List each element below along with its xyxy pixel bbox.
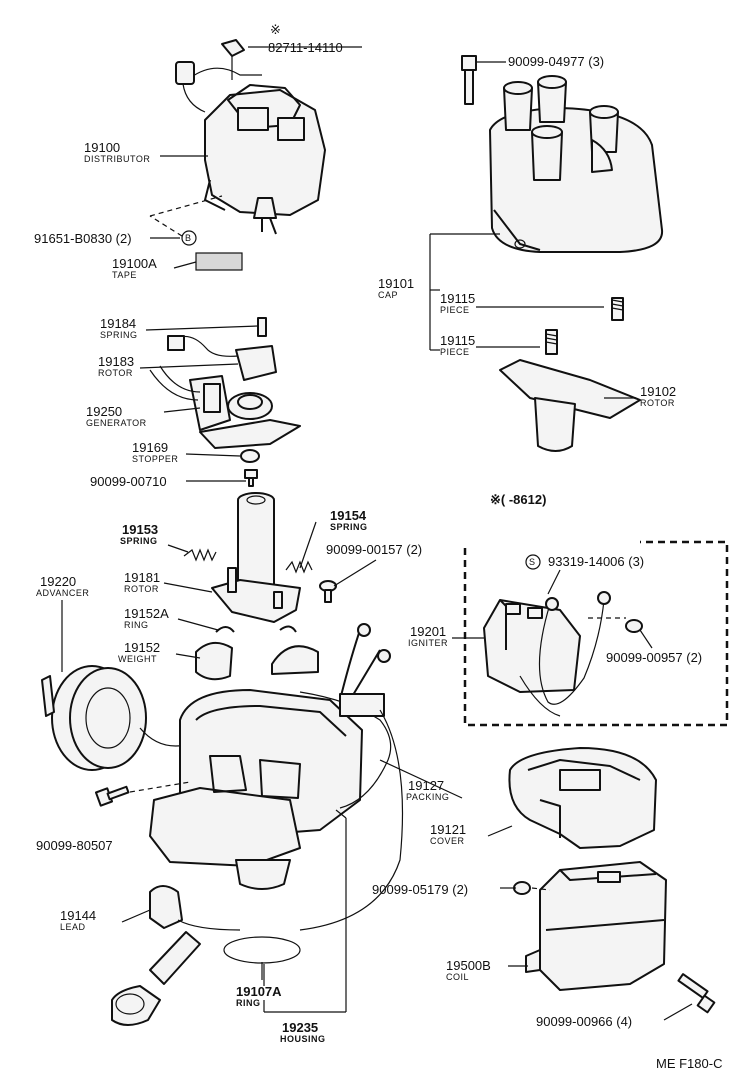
screw-90099-00957 (625, 619, 643, 633)
label-number: 82711-14110 (268, 40, 343, 55)
label-19201-sub: IGNITER (408, 638, 448, 648)
label-19127-sub: PACKING (406, 792, 449, 802)
label-19101-sub: CAP (378, 290, 398, 300)
spring-19153 (183, 548, 217, 562)
label-19100-sub: DISTRIBUTOR (84, 154, 150, 164)
label-19115b-num: 19115 (440, 333, 475, 348)
label-19154-num: 19154 (330, 508, 367, 523)
label-19500B-sub: COIL (446, 972, 469, 982)
housing-bracket (263, 809, 347, 1013)
distributor-cap (489, 75, 664, 253)
label-19144-sub: LEAD (60, 922, 86, 932)
label-19100A-num: 19100A (112, 256, 157, 271)
label-90099-05179: 90099-05179 (2) (372, 882, 468, 897)
screw-90099-00710 (244, 469, 258, 487)
igniter-box-outline (463, 540, 729, 727)
label-19100-num: 19100 (84, 140, 120, 155)
label-19152-num: 19152 (124, 640, 160, 655)
label-90099-04977: 90099-04977 (3) (508, 54, 604, 69)
label-93319-mark: S (529, 557, 536, 567)
screw-90099-80507 (94, 785, 130, 807)
label-19250-sub: GENERATOR (86, 418, 147, 428)
leader-lines (121, 46, 693, 1021)
housing-19235 (149, 689, 363, 890)
spring-19154 (285, 560, 313, 574)
label-19235-num: 19235 (282, 1020, 318, 1035)
lead-19144 (111, 885, 241, 1026)
label-19152A-sub: RING (124, 620, 149, 630)
label-19100A-sub: TAPE (112, 270, 137, 280)
label-19183-sub: ROTOR (98, 368, 133, 378)
label-19169-num: 19169 (132, 440, 168, 455)
label-90099-00957: 90099-00957 (2) (606, 650, 702, 665)
label-19121-num: 19121 (430, 822, 466, 837)
label-90099-00966: 90099-00966 (4) (536, 1014, 632, 1029)
label-90099-00710: 90099-00710 (90, 474, 167, 489)
distributor-assembly (175, 39, 326, 235)
cap-bracket-lines (429, 233, 604, 351)
tape-part (195, 252, 243, 271)
label-91651-num: 91651-B0830 (2) (34, 231, 132, 246)
screw-90099-00157 (319, 580, 337, 603)
label-82711-14110: ※ 82711-14110 (268, 22, 343, 55)
screw-93319-14006 (547, 569, 561, 595)
label-19201-num: 19201 (410, 624, 446, 639)
label-19183-num: 19183 (98, 354, 134, 369)
bolt-90099-00966 (677, 973, 716, 1014)
label-19107A-sub: RING (236, 998, 261, 1008)
label-19250-num: 19250 (86, 404, 122, 419)
label-19152-sub: WEIGHT (118, 654, 157, 664)
bolt-90099-04977 (461, 55, 477, 105)
ring-19152A (215, 625, 297, 633)
coil-19500B (525, 861, 667, 991)
label-19184-sub: SPRING (100, 330, 138, 340)
shaft-assembly (211, 492, 301, 623)
label-19115a-sub: PIECE (440, 305, 470, 315)
label-19107A-num: 19107A (236, 984, 282, 999)
label-19154-sub: SPRING (330, 522, 368, 532)
label-93319-mark-circle (525, 554, 541, 570)
label-90099-80507: 90099-80507 (36, 838, 113, 853)
label-91651-mark-circle (181, 230, 197, 246)
label-19121-sub: COVER (430, 836, 465, 846)
label-19115a-num: 19115 (440, 291, 475, 306)
label-19181-num: 19181 (124, 570, 160, 585)
label-19115b-sub: PIECE (440, 347, 470, 357)
label-19184-num: 19184 (100, 316, 136, 331)
ring-19107A (223, 936, 301, 964)
rotor-19102 (499, 359, 641, 452)
igniter-19201 (483, 591, 611, 717)
label-19220-sub: ADVANCER (36, 588, 89, 598)
label-91651-mark: B (185, 233, 192, 243)
label-19127-num: 19127 (408, 778, 444, 793)
label-19500B-num: 19500B (446, 958, 491, 973)
label-19102-sub: ROTOR (640, 398, 675, 408)
label-19101-num: 19101 (378, 276, 414, 291)
screw-90099-05179 (513, 881, 531, 895)
label-19169-sub: STOPPER (132, 454, 178, 464)
carbon-pieces (545, 297, 624, 355)
label-19181-sub: ROTOR (124, 584, 159, 594)
lead-wires (299, 623, 404, 931)
label-93319-num: 93319-14006 (3) (548, 554, 644, 569)
label-90099-00157: 90099-00157 (2) (326, 542, 422, 557)
stopper-19169 (240, 449, 260, 463)
generator-assembly (149, 317, 301, 449)
footer-code: ME F180-C (656, 1056, 722, 1071)
label-19153-sub: SPRING (120, 536, 158, 546)
label-19220-num: 19220 (40, 574, 76, 589)
label-mark: ※ (270, 22, 281, 37)
advancer-19220 (41, 665, 191, 771)
label-8612: ※( -8612) (490, 492, 546, 507)
label-19235-sub: HOUSING (280, 1034, 326, 1044)
cover-19121 (508, 747, 657, 849)
label-19153-num: 19153 (122, 522, 158, 537)
label-19102-num: 19102 (640, 384, 676, 399)
weight-19152 (195, 641, 319, 681)
label-19152A-num: 19152A (124, 606, 169, 621)
label-19144-num: 19144 (60, 908, 96, 923)
